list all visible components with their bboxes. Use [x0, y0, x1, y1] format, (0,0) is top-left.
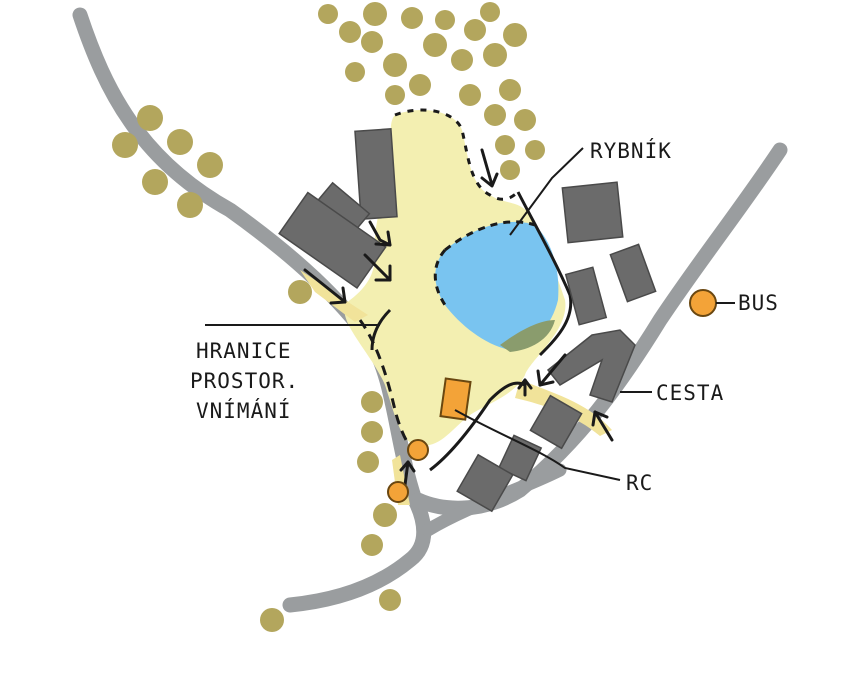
- tree: [361, 421, 383, 443]
- tree: [480, 2, 500, 22]
- tree: [345, 62, 365, 82]
- arrow-icon: [303, 268, 347, 305]
- tree: [451, 49, 473, 71]
- tree: [503, 23, 527, 47]
- tree: [401, 7, 423, 29]
- arrow-icon: [591, 410, 614, 442]
- building: [354, 128, 398, 220]
- tree: [500, 160, 520, 180]
- rc-building: [439, 377, 472, 421]
- building: [609, 243, 657, 303]
- buildings: [278, 128, 657, 513]
- space-strip-west: [300, 270, 368, 322]
- label-road: CESTA: [656, 381, 724, 405]
- tree: [409, 74, 431, 96]
- boundary-north-dashed: [394, 108, 522, 201]
- tree: [379, 589, 401, 611]
- tree: [483, 43, 507, 67]
- tree: [318, 4, 338, 24]
- tree: [525, 140, 545, 160]
- arrow-icon: [480, 148, 499, 188]
- leader-line-pond: [509, 147, 584, 236]
- arrow-icon: [363, 253, 392, 282]
- arrow-icon: [368, 220, 392, 247]
- tree: [423, 33, 447, 57]
- tree: [514, 109, 536, 131]
- label-pond: RYBNÍK: [590, 138, 672, 163]
- tree: [288, 280, 312, 304]
- tree: [435, 10, 455, 30]
- building: [278, 191, 387, 290]
- tree: [459, 84, 481, 106]
- arrow-icon: [517, 378, 533, 397]
- tree: [142, 169, 168, 195]
- building: [529, 394, 583, 450]
- tree: [495, 135, 515, 155]
- orange-markers: [387, 289, 717, 503]
- boundary-lines: [358, 108, 573, 472]
- tree: [385, 85, 405, 105]
- label-rc: RC: [626, 471, 653, 495]
- tree: [361, 534, 383, 556]
- bus-stop-marker: [689, 289, 717, 317]
- tree: [260, 608, 284, 632]
- leader-line-rc: [454, 409, 621, 481]
- building: [456, 453, 514, 513]
- tree: [464, 19, 486, 41]
- tree: [339, 21, 361, 43]
- trees: [112, 2, 545, 632]
- tree: [363, 2, 387, 26]
- tree: [373, 503, 397, 527]
- boundary-east-solid: [516, 191, 573, 357]
- tree: [361, 391, 383, 413]
- building: [564, 266, 608, 326]
- tree: [167, 129, 193, 155]
- pond: [433, 220, 559, 352]
- tree: [112, 132, 138, 158]
- building: [561, 181, 624, 244]
- tree: [177, 192, 203, 218]
- access-arrows: [303, 148, 614, 487]
- building: [546, 329, 636, 403]
- tree: [197, 152, 223, 178]
- arrow-icon: [536, 353, 567, 387]
- label-boundary-1: HRANICE: [196, 339, 292, 363]
- tree: [137, 105, 163, 131]
- pond-water: [435, 221, 559, 350]
- pond-bank: [500, 320, 555, 352]
- boundary-south-solid: [429, 381, 526, 472]
- label-bus: BUS: [738, 291, 779, 315]
- pond-outline-west: [433, 249, 447, 306]
- label-boundary-3: VNÍMÁNÍ: [196, 398, 292, 423]
- tree: [383, 53, 407, 77]
- tree: [484, 104, 506, 126]
- tree: [499, 79, 521, 101]
- tree: [361, 31, 383, 53]
- label-boundary-2: PROSTOR.: [190, 369, 299, 393]
- leader-lines: [205, 147, 735, 481]
- arrow-icon: [399, 460, 416, 487]
- point-marker: [407, 439, 429, 461]
- point-marker: [387, 481, 409, 503]
- boundary-west-solid: [370, 308, 392, 351]
- tree: [357, 451, 379, 473]
